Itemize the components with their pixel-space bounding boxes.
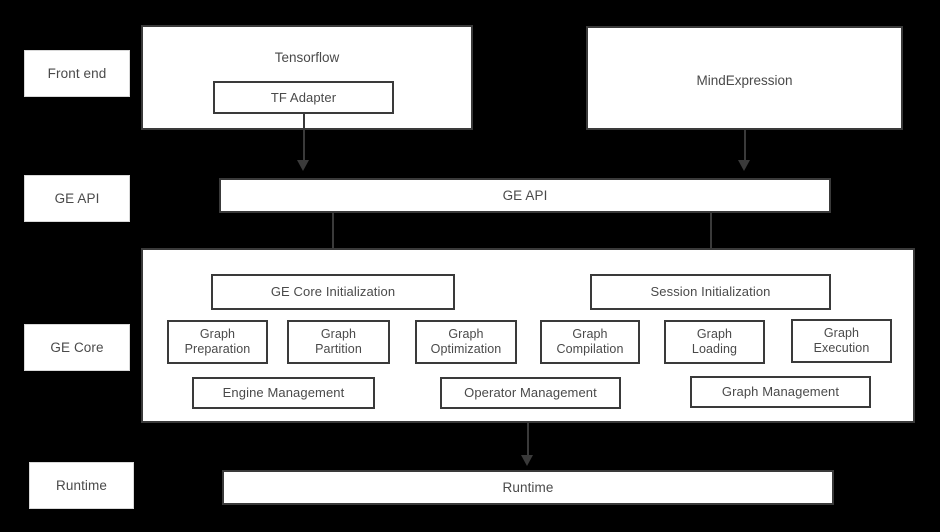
engine-management-label: Engine Management bbox=[222, 385, 345, 401]
module-label-line2: Optimization bbox=[430, 342, 502, 356]
arrowhead-icon bbox=[521, 455, 533, 466]
module-label: Graph Execution bbox=[814, 326, 870, 356]
module-graph-execution[interactable]: Graph Execution bbox=[791, 319, 892, 363]
layer-label-text: GE API bbox=[54, 190, 100, 206]
ge-core-initialization-box[interactable]: GE Core Initialization bbox=[211, 274, 455, 310]
module-label-line2: Partition bbox=[315, 342, 362, 356]
ge-core-initialization-label: GE Core Initialization bbox=[270, 284, 396, 300]
session-initialization-box[interactable]: Session Initialization bbox=[590, 274, 831, 310]
tf-adapter-box[interactable]: TF Adapter bbox=[213, 81, 394, 114]
module-label: Graph Partition bbox=[315, 327, 362, 357]
ge-api-bar[interactable]: GE API bbox=[219, 178, 831, 213]
module-label-line2: Execution bbox=[813, 341, 870, 355]
module-graph-partition[interactable]: Graph Partition bbox=[287, 320, 390, 364]
layer-label-text: Front end bbox=[47, 65, 107, 81]
module-label-line1: Graph bbox=[696, 327, 733, 342]
graph-management-label: Graph Management bbox=[721, 384, 840, 400]
ge-api-label: GE API bbox=[502, 187, 548, 203]
module-label-line1: Graph bbox=[823, 326, 860, 341]
arrowhead-icon bbox=[738, 160, 750, 171]
module-label-line1: Graph bbox=[320, 327, 357, 342]
layer-label-runtime: Runtime bbox=[29, 462, 134, 509]
graph-management-box[interactable]: Graph Management bbox=[690, 376, 871, 408]
session-initialization-label: Session Initialization bbox=[650, 284, 771, 300]
layer-label-text: GE Core bbox=[50, 339, 104, 355]
module-label: Graph Loading bbox=[692, 327, 737, 357]
tensorflow-title: Tensorflow bbox=[274, 50, 340, 65]
module-label-line2: Compilation bbox=[556, 342, 624, 356]
module-label-line1: Graph bbox=[448, 327, 484, 342]
connector-ge-api-to-session-init bbox=[710, 212, 712, 264]
operator-management-box[interactable]: Operator Management bbox=[440, 377, 621, 409]
operator-management-label: Operator Management bbox=[464, 385, 597, 401]
module-graph-loading[interactable]: Graph Loading bbox=[664, 320, 765, 364]
tensorflow-panel: Tensorflow bbox=[141, 25, 473, 130]
module-graph-optimization[interactable]: Graph Optimization bbox=[415, 320, 517, 364]
layer-label-text: Runtime bbox=[56, 477, 107, 493]
module-label-line2: Preparation bbox=[184, 342, 251, 356]
module-label-line1: Graph bbox=[572, 327, 608, 342]
module-label-line2: Loading bbox=[691, 342, 738, 356]
module-label: Graph Optimization bbox=[431, 327, 502, 357]
connector-mindexpression-to-ge-api bbox=[744, 130, 746, 162]
tf-adapter-label: TF Adapter bbox=[270, 89, 337, 105]
layer-label-front-end: Front end bbox=[24, 50, 130, 97]
module-label-line1: Graph bbox=[199, 327, 236, 342]
mindexpression-title: MindExpression bbox=[696, 73, 793, 88]
module-label: Graph Preparation bbox=[185, 327, 251, 357]
module-label: Graph Compilation bbox=[556, 327, 623, 357]
connector-tf-adapter-to-ge-api bbox=[303, 113, 305, 162]
module-graph-preparation[interactable]: Graph Preparation bbox=[167, 320, 268, 364]
layer-label-ge-api: GE API bbox=[24, 175, 130, 222]
arrowhead-icon bbox=[297, 160, 309, 171]
connector-ge-core-to-runtime bbox=[527, 423, 529, 458]
engine-management-box[interactable]: Engine Management bbox=[192, 377, 375, 409]
layer-label-ge-core: GE Core bbox=[24, 324, 130, 371]
module-graph-compilation[interactable]: Graph Compilation bbox=[540, 320, 640, 364]
mindexpression-panel: MindExpression bbox=[586, 26, 903, 130]
connector-ge-api-to-ge-core-init bbox=[332, 212, 334, 264]
runtime-label: Runtime bbox=[502, 479, 554, 495]
runtime-bar[interactable]: Runtime bbox=[222, 470, 834, 505]
